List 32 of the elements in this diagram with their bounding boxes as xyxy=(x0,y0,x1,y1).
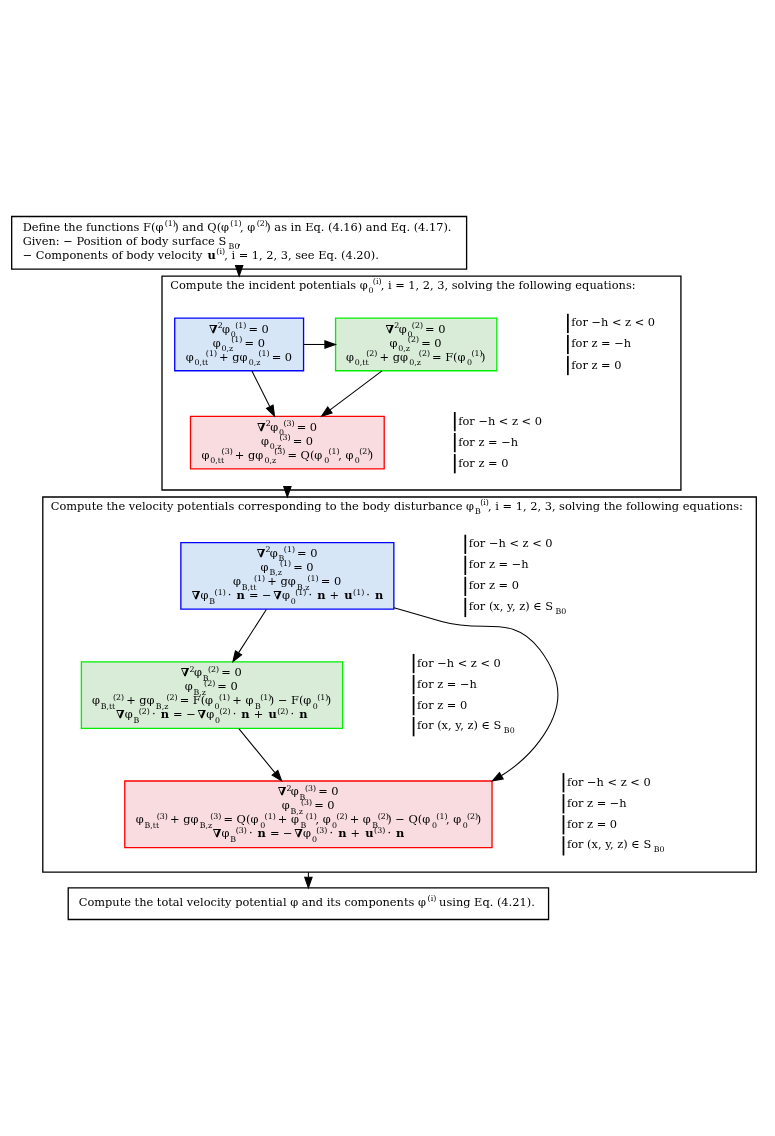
node-box: Compute the total velocity potential φ and its components φ$^{(i)}$ using Eq. (4.21). xyxy=(67,887,550,921)
label: for −h < z < 0 xyxy=(566,774,651,789)
arrow xyxy=(303,871,313,890)
label: for z = 0 xyxy=(566,816,618,831)
label: for z = −h xyxy=(458,434,519,449)
label: for z = 0 xyxy=(571,357,622,372)
label: for −h < z < 0 xyxy=(417,655,501,670)
node-box: ∇$^{2}$φ$_{B}$$^{(1)}$ = 0 φ$_{B,z}$$^{(1)}$ = 0 φ$_{B,tt}$$^{(1)}$ + gφ$_{B,z}$$^{(1)}$ = 0 ∇φ$_{B}$$^{(1)}$ · n = −∇φ$_{0}$$^{(1)}$ · n + u$^{(1)}$ · n xyxy=(180,541,395,610)
label: for z = −h xyxy=(417,676,477,691)
label: for z = −h xyxy=(566,795,627,810)
arrow xyxy=(238,728,283,783)
node-box: ∇$^{2}$φ$_{0}$$^{(3)}$ = 0 φ$_{0,z}$$^{(3)}$ = 0 φ$_{0,tt}$$^{(3)}$ + gφ$_{0,z}$$^{(3)}$ = Q(φ$_{0}$$^{(1)}$, φ$_{0}$$^{(2)}$) xyxy=(189,415,385,470)
label: for z = 0 xyxy=(417,697,468,712)
label: for (x, y, z) ∈ S$_{B0}$ xyxy=(468,598,567,617)
label: for z = 0 xyxy=(468,578,519,593)
arrow xyxy=(232,608,267,663)
arrow xyxy=(251,370,276,418)
arrow xyxy=(393,607,559,782)
node-box: ∇$^{2}$φ$_{B}$$^{(3)}$ = 0 φ$_{B,z}$$^{(3)}$ = 0 φ$_{B,tt}$$^{(3)}$ + gφ$_{B,z}$$^{(3)}$ = Q(φ$_{0}$$^{(1)}$ + φ$_{B}$$^{(1)}$, φ$_{0}$$^{(2)}$ + φ$_{B}$$^{(2)}$) − Q(φ$_{0}$$^{(1)}$, φ$_{0}$$^{(2)}$) ∇φ$_{B}$$^{(3)}$ · n = −∇φ$_{0}$$^{(3)}$ · n + u$^{(3)}$ · n xyxy=(124,780,493,849)
label: for z = 0 xyxy=(458,455,509,470)
label: for (x, y, z) ∈ S$_{B0}$ xyxy=(417,717,515,736)
label: for z = −h xyxy=(571,336,632,351)
node-box: ∇$^{2}$φ$_{B}$$^{(2)}$ = 0 φ$_{B,z}$$^{(2)}$ = 0 φ$_{B,tt}$$^{(2)}$ + gφ$_{B,z}$$^{(2)}$ = F(φ$_{0}$$^{(1)}$ + φ$_{B}$$^{(1)}$) − F(φ$_{0}$$^{(1)}$) ∇φ$_{B}$$^{(2)}$ · n = −∇φ$_{0}$$^{(2)}$ · n + u$^{(2)}$ · n xyxy=(80,661,344,730)
label: for z = −h xyxy=(468,557,529,572)
arrow xyxy=(320,370,383,418)
label: for −h < z < 0 xyxy=(468,536,553,551)
label: for −h < z < 0 xyxy=(458,413,543,428)
node-box: ∇$^{2}$φ$_{0}$$^{(1)}$ = 0 φ$_{0,z}$$^{(1)}$ = 0 φ$_{0,tt}$$^{(1)}$ + gφ$_{0,z}$$^{(1)}$ = 0 xyxy=(174,317,305,372)
label: for (x, y, z) ∈ S$_{B0}$ xyxy=(566,836,665,855)
node-box: ∇$^{2}$φ$_{0}$$^{(2)}$ = 0 φ$_{0,z}$$^{(2)}$ = 0 φ$_{0,tt}$$^{(2)}$ + gφ$_{0,z}$$^{(2)}$ = F(φ$_{0}$$^{(1)}$) xyxy=(334,317,498,372)
label: for −h < z < 0 xyxy=(571,315,656,330)
arrow xyxy=(303,340,337,349)
